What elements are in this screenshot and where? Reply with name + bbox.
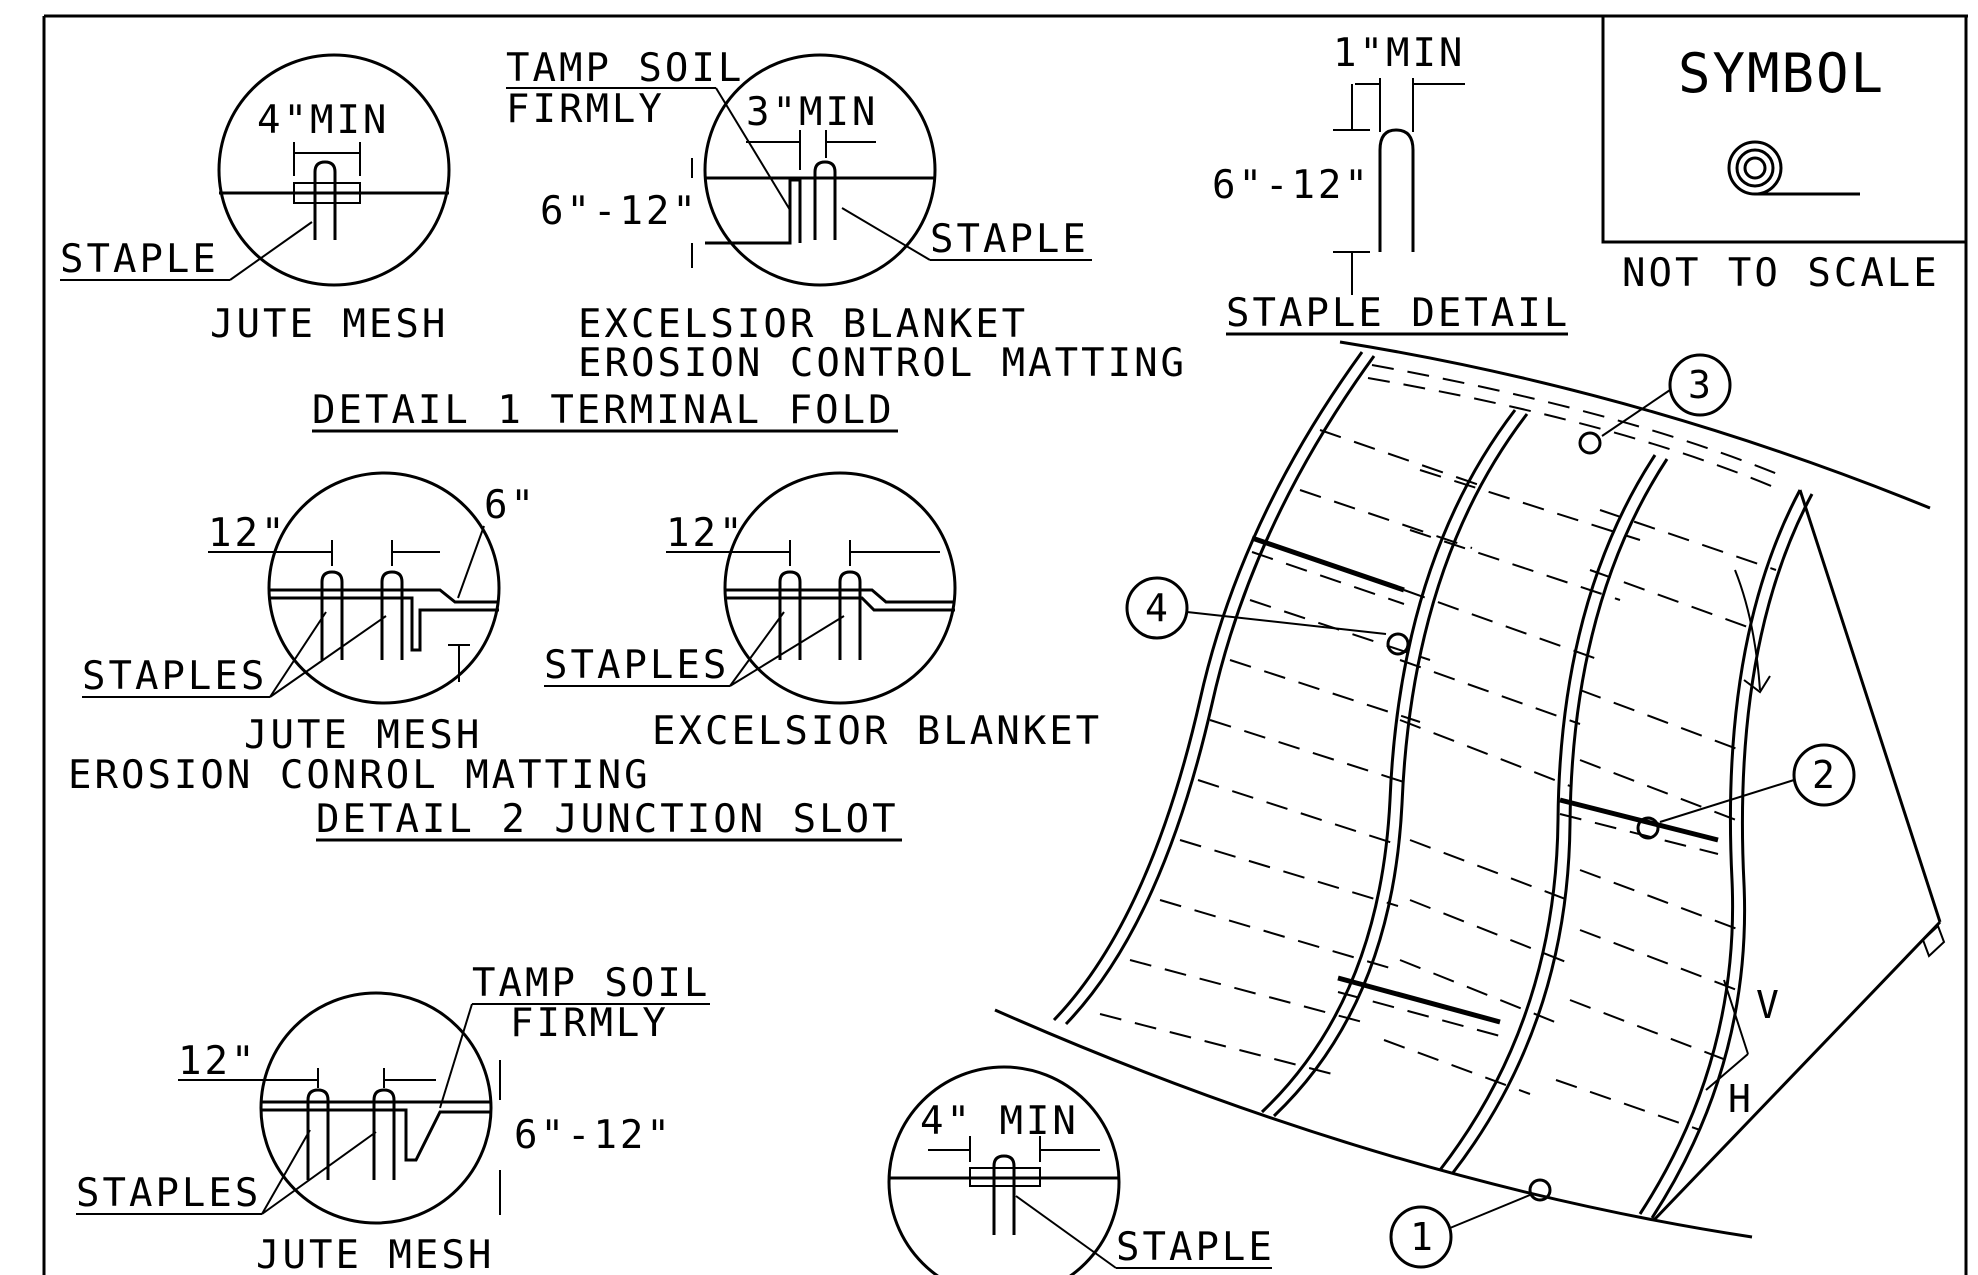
callout-3: 3	[1578, 353, 1732, 455]
detail1-tamp-line1: TAMP SOIL	[506, 46, 744, 91]
symbol-label: SYMBOL	[1678, 42, 1885, 105]
callout-4: 4	[1125, 576, 1410, 656]
staple-width-dim: 1"MIN	[1333, 31, 1465, 76]
detail3-material: JUTE MESH	[256, 1233, 494, 1275]
detail2-right-material: EXCELSIOR BLANKET	[652, 709, 1102, 754]
detail3-tamp-line2: FIRMLY	[510, 1001, 669, 1046]
detail1-title: DETAIL 1 TERMINAL FOLD	[312, 388, 895, 433]
detail4-staple: 4" MIN STAPLE	[887, 1065, 1275, 1275]
detail2-left-overlap: 12"	[208, 511, 287, 556]
detail2-right-overlap: 12"	[666, 511, 745, 556]
detail2-title: DETAIL 2 JUNCTION SLOT	[316, 797, 899, 842]
detail1-excelsior-material-line1: EXCELSIOR BLANKET	[578, 302, 1028, 347]
detail4-dim: 4" MIN	[920, 1099, 1079, 1144]
detail3-depth: 6"-12"	[514, 1113, 673, 1158]
staple-symbol-icon	[1727, 140, 1860, 196]
symbol-legend: SYMBOL NOT TO SCALE	[1601, 14, 1968, 296]
detail2-left-material-line1: JUTE MESH	[244, 713, 482, 758]
staple-symbol-icon-4	[1386, 632, 1410, 656]
callout-3-number: 3	[1688, 363, 1711, 407]
detail1-excelsior-material-line2: EROSION CONTROL MATTING	[578, 341, 1187, 386]
detail1-jute-staple-label: STAPLE	[60, 237, 219, 282]
detail2-left-material-line2: EROSION CONROL MATTING	[68, 753, 651, 798]
detail1-excelsior: TAMP SOIL FIRMLY 3"MIN 6"-12" STAPLE EXC…	[506, 46, 1187, 386]
slope-ratio-v: V	[1756, 983, 1779, 1027]
staple-detail: 1"MIN 6"-12" STAPLE DETAIL	[1212, 31, 1570, 336]
detail1-jute-mesh: 4"MIN STAPLE JUTE MESH	[60, 53, 451, 347]
detail3-staples-label: STAPLES	[76, 1171, 261, 1216]
callout-2: 2	[1636, 743, 1856, 840]
detail1-jute-dim: 4"MIN	[257, 98, 389, 143]
detail2-excelsior: 12" STAPLES EXCELSIOR BLANKET	[544, 471, 1102, 754]
staple-depth-dim: 6"-12"	[1212, 163, 1371, 208]
callout-2-number: 2	[1812, 753, 1835, 797]
sheet-border	[42, 14, 1968, 1275]
staple-detail-title: STAPLE DETAIL	[1226, 291, 1570, 336]
detail1-excelsior-staple-label: STAPLE	[930, 217, 1089, 262]
detail2-left-staples-label: STAPLES	[82, 654, 267, 699]
staple-symbol-icon-3	[1578, 431, 1602, 455]
detail3-overlap: 12"	[178, 1039, 257, 1084]
not-to-scale-note: NOT TO SCALE	[1622, 251, 1940, 296]
staple-symbol-icon-2	[1636, 816, 1660, 840]
detail2-left-depth: 6"	[484, 483, 537, 528]
detail1-jute-material: JUTE MESH	[210, 302, 448, 347]
detail3-tamp-line1: TAMP SOIL	[472, 961, 710, 1006]
detail1-excelsior-depth: 6"-12"	[540, 189, 699, 234]
slope-perspective: V H	[994, 340, 1946, 1239]
detail1-tamp-line2: FIRMLY	[506, 87, 665, 132]
callout-4-number: 4	[1145, 586, 1168, 630]
callout-1-number: 1	[1410, 1215, 1433, 1259]
detail4-staple-label: STAPLE	[1116, 1225, 1275, 1270]
detail3-jute-mesh: 12" TAMP SOIL FIRMLY 6"-12" STAPLES JUTE…	[76, 961, 710, 1275]
staple-symbol-icon-1	[1528, 1178, 1552, 1202]
callout-1: 1	[1389, 1178, 1552, 1269]
slope-ratio-h: H	[1728, 1077, 1751, 1121]
detail2-right-staples-label: STAPLES	[544, 643, 729, 688]
detail1-excelsior-dim: 3"MIN	[746, 90, 878, 135]
detail2-jute-mesh: 12" 6" STAPLES JUTE MESH EROSION CONROL …	[68, 471, 651, 798]
